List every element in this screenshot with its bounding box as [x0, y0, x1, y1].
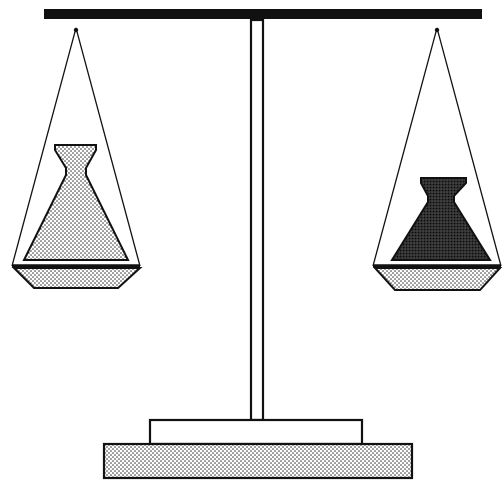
right-pan: [375, 268, 500, 290]
right-pan-assembly: [373, 28, 501, 290]
base-upper-step: [150, 420, 362, 444]
base-lower-block: [104, 444, 412, 478]
scale-post: [251, 20, 263, 420]
left-pan-assembly: [12, 28, 140, 288]
left-pan: [14, 268, 140, 288]
right-flask: [392, 178, 490, 260]
